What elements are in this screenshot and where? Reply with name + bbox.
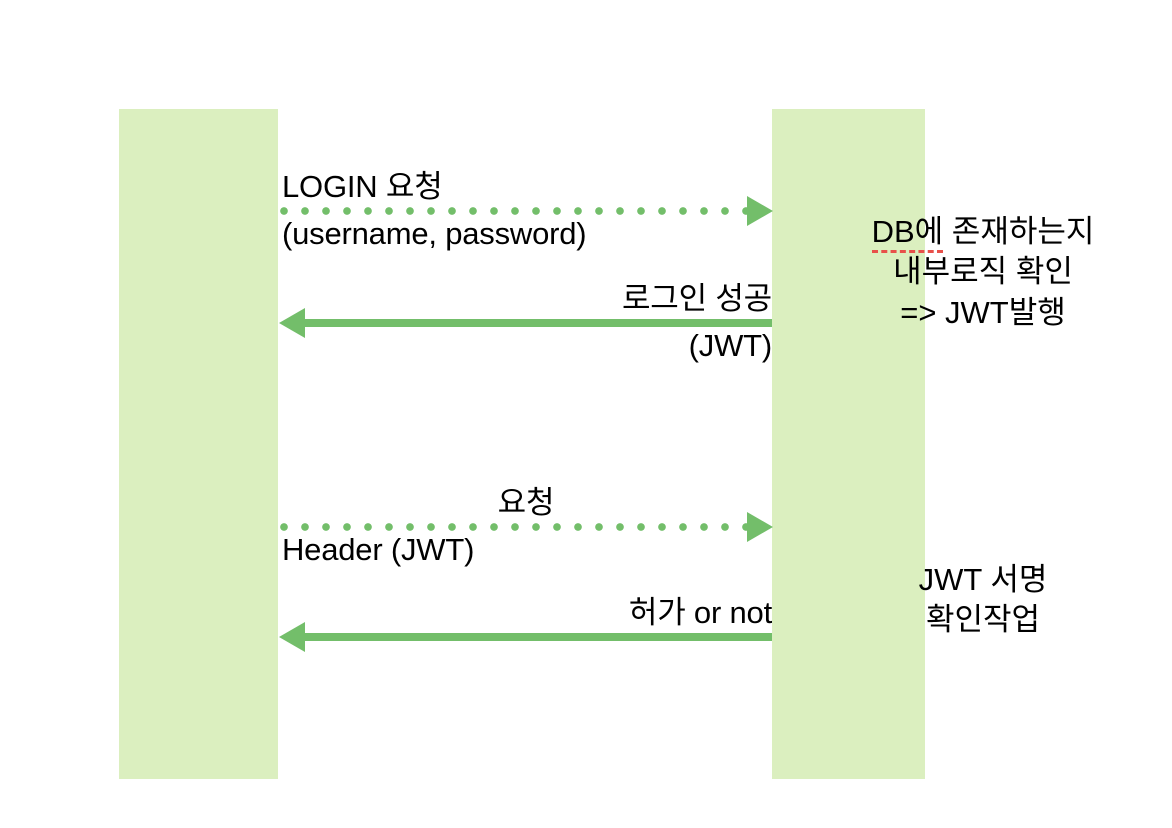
arrowhead-right-icon — [747, 196, 773, 226]
message-label-below: Header (JWT) — [282, 532, 475, 567]
client-lifeline-bar — [119, 109, 278, 779]
solid-line — [302, 319, 772, 327]
spell-error-word: DB에 — [871, 214, 944, 253]
dotted-line — [280, 207, 750, 215]
solid-line — [302, 633, 772, 641]
note-line-remainder: 존재하는지 — [943, 214, 1095, 249]
server-lifeline-bar — [772, 109, 925, 779]
message-label-above: LOGIN 요청 — [282, 168, 443, 204]
arrowhead-left-icon — [279, 622, 305, 652]
message-label-below: (JWT) — [688, 328, 773, 363]
note-line: JWT 서명 — [918, 562, 1048, 597]
note-line: 내부로직 확인 — [893, 254, 1073, 290]
dotted-line — [280, 523, 750, 531]
message-label-above: 요청 — [497, 484, 555, 520]
note-line: => JWT발행 — [900, 294, 1066, 330]
arrowhead-right-icon — [747, 512, 773, 542]
note-jwt-verify: JWT 서명 확인작업 — [838, 560, 1128, 641]
message-label-above: 허가 or not — [628, 594, 772, 630]
message-label-above: 로그인 성공 — [621, 280, 772, 316]
note-line: DB에 존재하는지 — [838, 212, 1128, 253]
note-db-check: DB에 존재하는지 내부로직 확인 => JWT발행 — [838, 212, 1128, 333]
arrowhead-left-icon — [279, 308, 305, 338]
note-line: 확인작업 — [925, 602, 1041, 638]
message-label-below: (username, password) — [282, 216, 587, 251]
